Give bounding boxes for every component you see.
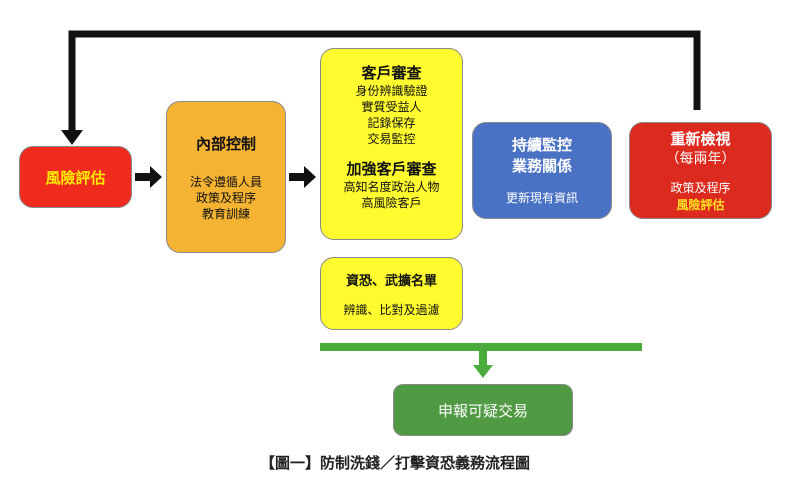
feedback-loop-line bbox=[68, 30, 701, 132]
customer-due-diligence-box: 客戶審查 身份辨識驗證 實質受益人 記錄保存 交易監控 加強客戶審查 高知名度政… bbox=[320, 48, 463, 240]
figure-caption: 【圖一】防制洗錢／打擊資恐義務流程圖 bbox=[259, 454, 530, 472]
risk-assessment-box: 風險評估 bbox=[19, 146, 132, 208]
monitoring-title-line: 持續監控 bbox=[511, 136, 572, 154]
internal-control-item: 法令遵循人員 bbox=[189, 174, 262, 189]
internal-control-item: 教育訓練 bbox=[201, 206, 250, 221]
edd-item: 高知名度政治人物 bbox=[343, 180, 440, 194]
sanctions-subtitle: 辨識、比對及過濾 bbox=[343, 302, 440, 317]
cdd-item: 記錄保存 bbox=[367, 116, 416, 130]
cdd-title: 客戶審查 bbox=[361, 64, 422, 82]
internal-control-box: 內部控制 法令遵循人員 政策及程序 教育訓練 bbox=[166, 101, 286, 253]
edd-item: 高風險客戶 bbox=[361, 196, 422, 210]
review-period: （每兩年） bbox=[665, 150, 736, 167]
monitoring-title-line: 業務關係 bbox=[511, 157, 572, 175]
internal-control-title: 內部控制 bbox=[195, 134, 256, 153]
review-title: 重新檢視 bbox=[670, 129, 731, 148]
ongoing-monitoring-box: 持續監控 業務關係 更新現有資訊 bbox=[472, 122, 612, 219]
green-merge-bar bbox=[320, 343, 642, 351]
review-policy-line: 政策及程序 bbox=[670, 180, 731, 195]
review-risk-line: 風險評估 bbox=[676, 197, 725, 212]
sanctions-list-box: 資恐、武擴名單 辨識、比對及過濾 bbox=[320, 257, 463, 330]
cdd-item: 交易監控 bbox=[367, 132, 416, 146]
arrow-risk-to-internal bbox=[135, 166, 162, 188]
sanctions-title: 資恐、武擴名單 bbox=[345, 273, 437, 289]
cdd-item: 實質受益人 bbox=[361, 100, 422, 114]
arrow-to-report bbox=[473, 351, 493, 378]
cdd-item: 身份辨識驗證 bbox=[355, 84, 428, 98]
report-suspicious-box: 申報可疑交易 bbox=[393, 384, 573, 436]
monitoring-subtitle: 更新現有資訊 bbox=[505, 191, 578, 205]
arrow-internal-to-cdd bbox=[289, 166, 316, 188]
review-box: 重新檢視 （每兩年） 政策及程序 風險評估 bbox=[629, 122, 772, 219]
risk-assessment-title: 風險評估 bbox=[45, 168, 106, 187]
internal-control-item: 政策及程序 bbox=[195, 190, 256, 205]
report-title: 申報可疑交易 bbox=[437, 401, 528, 420]
feedback-arrowhead bbox=[61, 130, 83, 145]
edd-title: 加強客戶審查 bbox=[346, 160, 437, 178]
